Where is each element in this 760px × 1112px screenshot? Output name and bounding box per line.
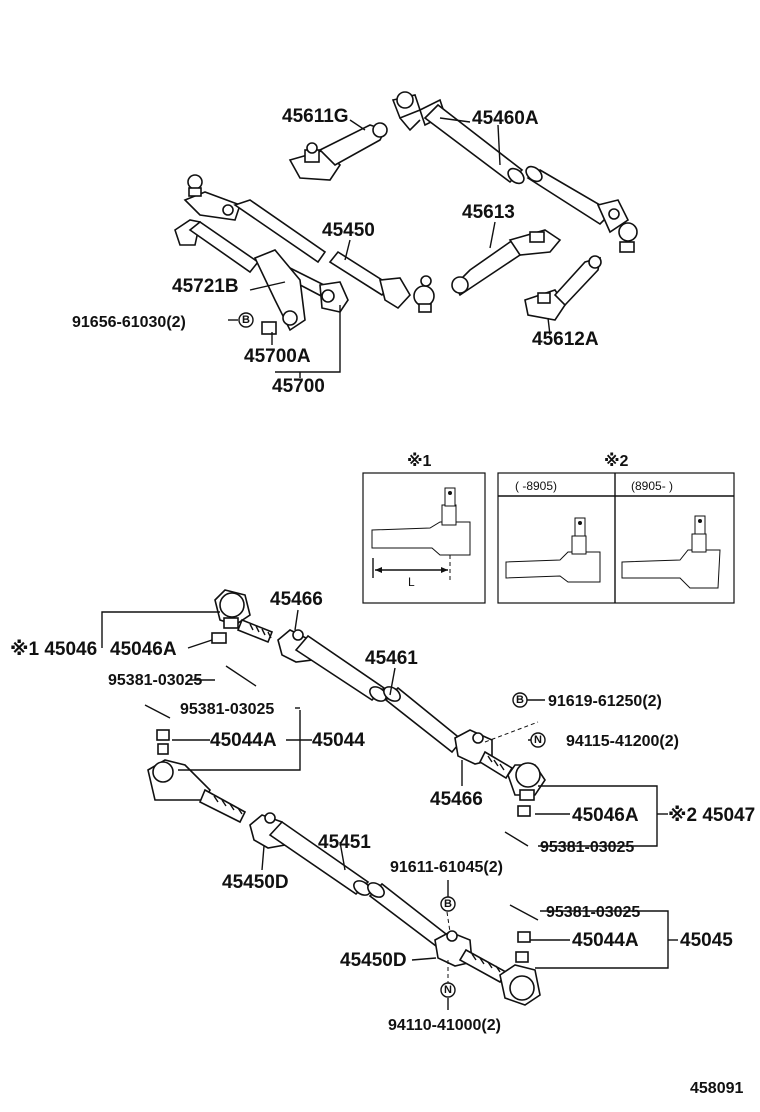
lower-assembly: B N B N 45466 45461 ※1 45046 45046A 9538… [10,589,755,1034]
label-45611g: 45611G [282,106,349,127]
label-91611-61045: 91611-61045(2) [390,859,503,876]
label-95381-d: 95381-03025 [546,904,640,921]
detail-2-end-old [505,517,601,583]
label-45612a: 45612A [532,329,599,350]
part-45460a-rod [423,103,638,253]
part-45046a-end-bottom [507,762,546,817]
part-45466-clamp-bottom [454,721,539,780]
upper-assembly: 45611G 45460A 45450 45613 45721B 91656-6… [72,91,638,397]
part-45044a-end-right [499,931,541,1006]
detail-range-left: ( -8905) [515,479,557,493]
label-45044: 45044 [312,730,365,751]
label-95381-a: 95381-03025 [108,672,202,689]
detail-mark-2: ※2 [604,452,629,470]
label-45461: 45461 [365,648,418,669]
label-95381-c: 95381-03025 [540,839,634,856]
label-45721b: 45721B [172,276,239,297]
part-45721b-bracket [253,249,349,335]
svg-text:B: B [242,314,250,326]
part-45046a-end-top [211,589,274,644]
label-94115-41200: 94115-41200(2) [566,733,679,750]
cotter-pins [144,665,539,921]
label-45044a: 45044A [210,730,277,751]
label-45046a-top: 45046A [110,639,177,660]
part-45044a-end-left [147,729,247,824]
label-45044a-b: 45044A [572,930,639,951]
svg-text:N: N [534,734,542,746]
label-91656-61030: 91656-61030(2) [72,314,186,331]
part-45612a-arm [524,255,602,321]
label-ref2-45047: ※2 45047 [668,805,755,826]
bolt-symbol-91611: B [440,896,456,912]
label-45450d-a: 45450D [222,872,289,893]
detail-dim-l: L [408,575,415,589]
label-45045: 45045 [680,930,733,951]
part-45461-tube [294,634,464,754]
part-45611g-arm [288,122,388,181]
label-ref1-45046: ※1 45046 [10,639,97,660]
label-45466-top: 45466 [270,589,323,610]
nut-symbol-94110: N [440,982,456,998]
detail-boxes: ※1 ※2 L ( -8905) (8905- ) [362,452,735,604]
label-91619-61250: 91619-61250(2) [548,693,662,710]
label-45046a-bottom: 45046A [572,805,639,826]
svg-text:B: B [516,694,524,706]
label-94110-41000: 94110-41000(2) [388,1017,501,1034]
label-45450d-b: 45450D [340,950,407,971]
nut-symbol-94115: N [530,732,546,748]
bolt-symbol: B [238,312,254,328]
detail-mark-1: ※1 [407,452,432,470]
detail-range-right: (8905- ) [631,479,673,493]
part-45450d-clamp-b [434,911,508,985]
label-45700a: 45700A [244,346,311,367]
label-45466-bottom: 45466 [430,789,483,810]
label-45700: 45700 [272,376,325,397]
detail-2-end-new [621,515,721,589]
svg-text:N: N [444,984,452,996]
svg-text:B: B [444,898,452,910]
part-45613-arm [451,229,562,297]
label-95381-b: 95381-03025 [180,701,274,718]
bolt-symbol-91619: B [512,692,528,708]
drawing-id: 458091 [690,1080,743,1097]
detail-1-tie-rod-end [371,487,471,580]
label-45613: 45613 [462,202,515,223]
label-45450: 45450 [322,220,375,241]
label-45460a: 45460A [472,108,539,129]
label-45451: 45451 [318,832,371,853]
